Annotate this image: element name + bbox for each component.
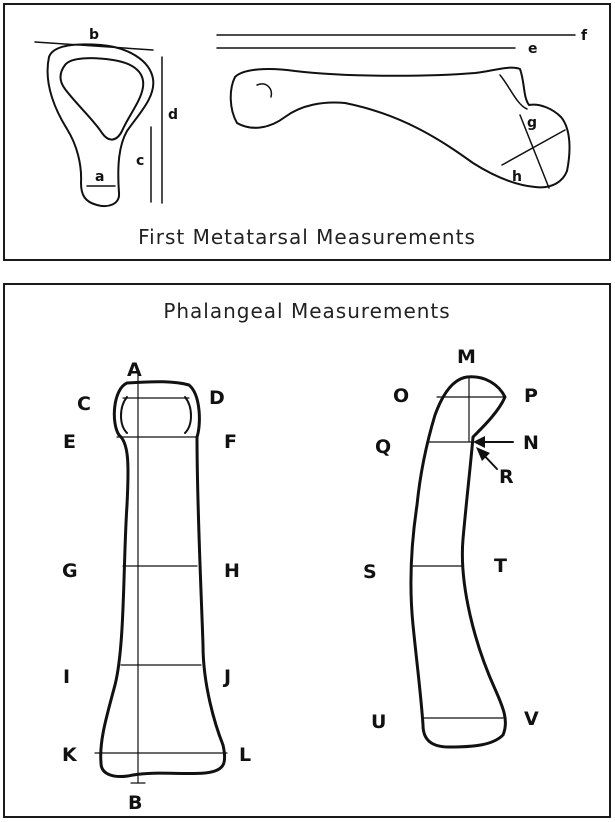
label-E: E	[63, 431, 76, 453]
arrow-n-head	[473, 436, 485, 448]
label-c: c	[136, 153, 144, 169]
label-I: I	[63, 666, 70, 688]
metatarsal-lateral-view	[229, 66, 571, 189]
phalangeal-diagram: A B C D E F G H I J K L M N O P Q R S	[62, 346, 539, 814]
arrow-r-head	[476, 447, 490, 461]
phalanx-left-condyle-right	[184, 396, 192, 434]
measure-line-h	[501, 129, 566, 166]
label-M: M	[457, 346, 476, 368]
label-L: L	[239, 744, 251, 766]
label-N: N	[523, 432, 539, 454]
label-h: h	[512, 169, 522, 185]
label-K: K	[62, 744, 78, 766]
label-J: J	[222, 666, 231, 688]
phalangeal-panel: Phalangeal Measurements A B C D E F G H …	[3, 283, 611, 818]
label-O: O	[393, 385, 409, 407]
metatarsal-articular-facet	[59, 57, 145, 141]
phalangeal-caption: Phalangeal Measurements	[163, 299, 451, 323]
phalanx-right-outline	[409, 375, 507, 749]
label-d: d	[168, 107, 178, 123]
label-U: U	[371, 711, 386, 733]
label-R: R	[499, 466, 514, 488]
metatarsal-base-contour	[256, 83, 273, 98]
label-a: a	[95, 169, 104, 185]
label-Q: Q	[375, 436, 391, 458]
metatarsal-end-view	[46, 43, 155, 208]
label-f: f	[581, 28, 588, 44]
phalanx-left-outline	[99, 380, 227, 778]
label-b: b	[89, 27, 99, 43]
phalanx-left-condyle-left	[120, 396, 128, 434]
label-A: A	[127, 359, 142, 381]
label-D: D	[209, 387, 225, 409]
label-P: P	[524, 385, 538, 407]
label-e: e	[528, 41, 538, 57]
metatarsal-caption: First Metatarsal Measurements	[138, 225, 476, 249]
measure-line-g	[519, 114, 550, 189]
label-T: T	[494, 555, 507, 577]
label-G: G	[62, 560, 78, 582]
metatarsal-panel: a b c d e f g h First Metatarsal Measure…	[3, 3, 611, 261]
label-g: g	[527, 115, 537, 131]
label-C: C	[77, 393, 91, 415]
label-V: V	[524, 708, 539, 730]
metatarsal-surface-contour	[499, 74, 528, 110]
label-S: S	[363, 561, 377, 583]
metatarsal-diagram: a b c d e f g h	[34, 27, 588, 208]
label-H: H	[224, 560, 240, 582]
measure-line-b	[34, 41, 154, 51]
label-F: F	[224, 431, 237, 453]
label-B: B	[128, 792, 142, 814]
